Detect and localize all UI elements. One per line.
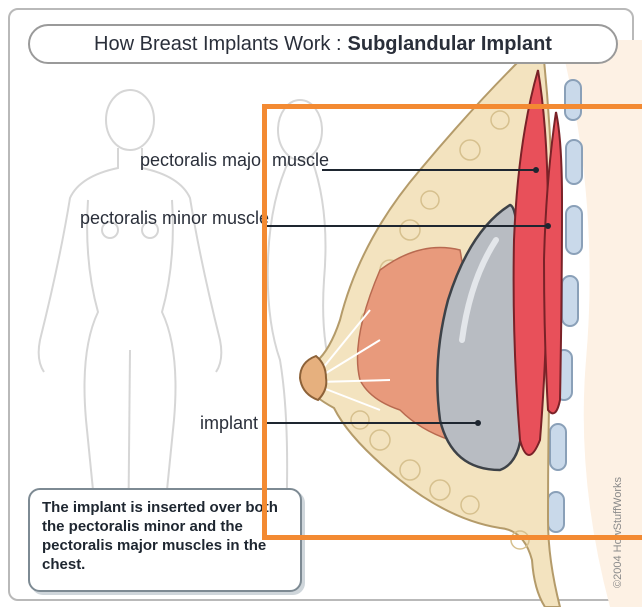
nipple — [300, 356, 326, 400]
title-prefix: How Breast Implants Work : — [94, 33, 341, 56]
title-subject: Subglandular Implant — [348, 33, 552, 56]
pectoralis-minor-pointer-dot — [545, 223, 551, 229]
label-pectoralis-major: pectoralis major muscle — [140, 150, 318, 170]
caption-box: The implant is inserted over both the pe… — [28, 488, 302, 592]
diagram-title: How Breast Implants Work : Subglandular … — [28, 24, 618, 64]
pectoralis-major-pointer-dot — [533, 167, 539, 173]
label-pectoralis-minor: pectoralis minor muscle — [80, 208, 258, 228]
caption-text: The implant is inserted over both the pe… — [42, 499, 278, 573]
label-implant: implant — [150, 413, 258, 433]
implant-pointer-dot — [475, 420, 481, 426]
copyright-credit: ©2004 HowStuffWorks — [612, 477, 624, 588]
